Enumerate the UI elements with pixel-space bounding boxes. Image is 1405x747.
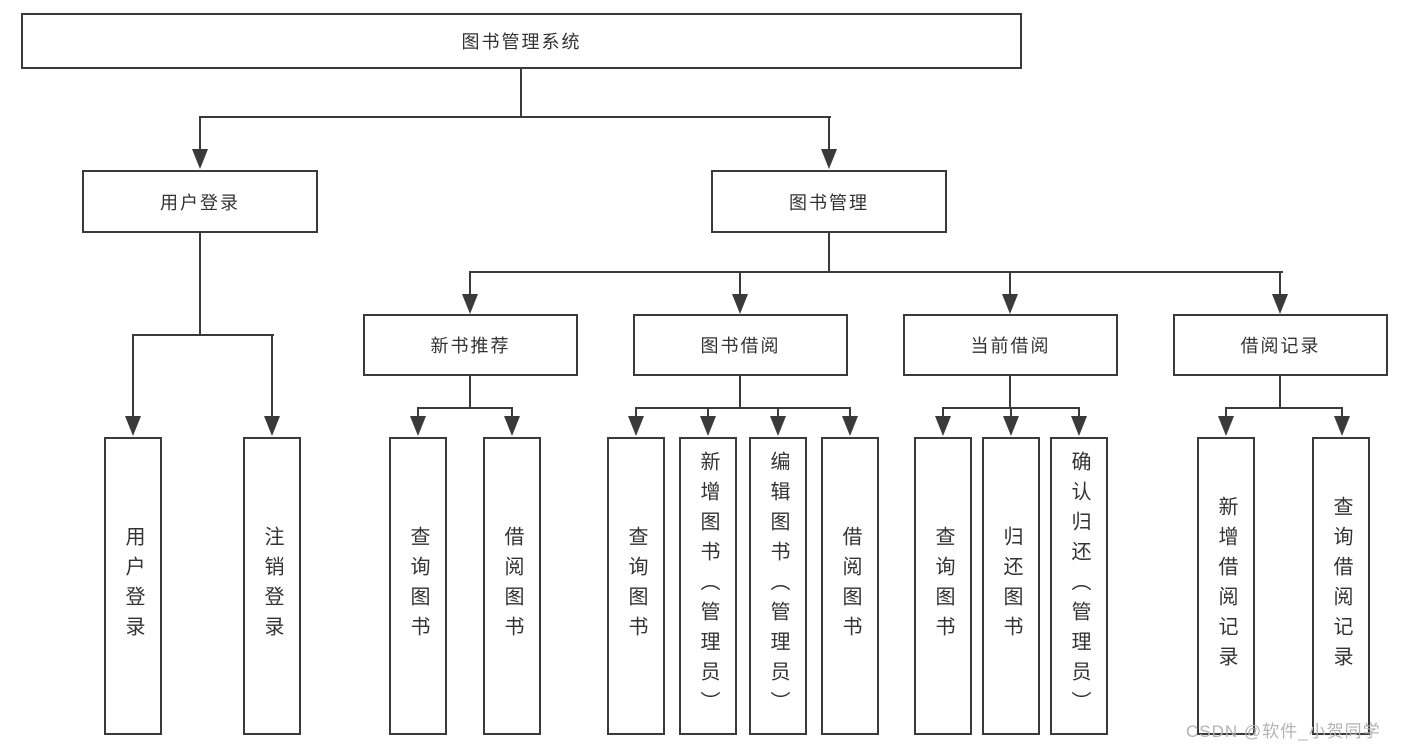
connector-borrow-drop	[739, 376, 741, 409]
arrowhead-leaf-logout	[264, 416, 280, 436]
leaf-rec-borrow-book: 借阅图书	[483, 437, 541, 735]
connector-stem-leaf-logout	[271, 334, 273, 420]
arrowhead-record	[1272, 294, 1288, 314]
node-user-login-label: 用户登录	[160, 192, 240, 213]
node-book-borrow-label: 图书借阅	[700, 336, 781, 356]
leaf-bor-add-book-label: 新增图书（管理员）	[697, 451, 719, 721]
leaf-rec-query-book: 查询图书	[389, 437, 447, 735]
connector-stem-current-c0	[942, 407, 944, 421]
arrowhead-borrow-c0	[628, 416, 644, 436]
csdn-watermark: CSDN @软件_小贺同学	[1186, 722, 1381, 741]
connector-stem-borrow	[739, 271, 741, 299]
connector-login-drop	[199, 233, 201, 336]
connector-stem-record-c0	[1225, 407, 1227, 421]
arrowhead-borrow-c3	[842, 416, 858, 436]
arrowhead-current-c0	[935, 416, 951, 436]
node-book-mgmt: 图书管理	[711, 170, 947, 233]
connector-stem-leaf-login	[132, 334, 134, 420]
connector-stem-borrow-c1	[707, 407, 709, 421]
leaf-bor-query-book: 查询图书	[607, 437, 665, 735]
leaf-rcd-query-record: 查询借阅记录	[1312, 437, 1370, 735]
leaf-cur-query-book: 查询图书	[914, 437, 972, 735]
connector-stem-borrow-c3	[849, 407, 851, 421]
connector-mgmt-drop	[828, 232, 830, 273]
node-root: 图书管理系统	[21, 13, 1022, 69]
node-user-login: 用户登录	[82, 170, 318, 233]
connector-current-drop	[1009, 376, 1011, 409]
leaf-bor-edit-book: 编辑图书（管理员）	[749, 437, 807, 735]
connector-login-hbar	[132, 334, 274, 336]
connector-stem-newbook-c1	[511, 407, 513, 421]
leaf-bor-add-book: 新增图书（管理员）	[679, 437, 737, 735]
connector-mgmt-hbar	[469, 271, 1283, 273]
leaf-bor-edit-book-label: 编辑图书（管理员）	[767, 451, 789, 721]
arrowhead-borrow-c2	[770, 416, 786, 436]
connector-stem-borrow-c0	[635, 407, 637, 421]
connector-stem-user-login	[199, 116, 201, 152]
node-new-book-rec-label: 新书推荐	[430, 336, 511, 356]
leaf-cur-return-book-label: 归还图书	[1000, 526, 1022, 646]
leaf-cur-query-book-label: 查询图书	[932, 526, 954, 646]
connector-stem-record-c1	[1341, 407, 1343, 421]
connector-stem-current	[1009, 271, 1011, 299]
node-new-book-rec: 新书推荐	[363, 314, 578, 376]
node-current-borrow: 当前借阅	[903, 314, 1118, 376]
leaf-bor-query-book-label: 查询图书	[625, 526, 647, 646]
leaf-rec-borrow-book-label: 借阅图书	[501, 526, 523, 646]
connector-stem-current-c2	[1078, 407, 1080, 421]
leaf-user-login: 用户登录	[104, 437, 162, 735]
arrowhead-current-c1	[1003, 416, 1019, 436]
leaf-rcd-add-record-label: 新增借阅记录	[1215, 496, 1237, 676]
arrowhead-user-login	[192, 149, 208, 169]
arrowhead-current	[1002, 294, 1018, 314]
leaf-cur-return-book: 归还图书	[982, 437, 1040, 735]
node-current-borrow-label: 当前借阅	[970, 336, 1051, 356]
arrowhead-newbook-c1	[504, 416, 520, 436]
leaf-user-login-label: 用户登录	[122, 526, 144, 646]
connector-stem-current-c1	[1010, 407, 1012, 421]
node-root-label: 图书管理系统	[461, 32, 582, 52]
arrowhead-record-c0	[1218, 416, 1234, 436]
arrowhead-leaf-login	[125, 416, 141, 436]
connector-stem-newbook-c0	[417, 407, 419, 421]
leaf-rcd-add-record: 新增借阅记录	[1197, 437, 1255, 735]
connector-record-drop	[1279, 376, 1281, 409]
leaf-cur-confirm-return-label: 确认归还（管理员）	[1068, 451, 1090, 721]
connector-record-hbar	[1225, 407, 1343, 409]
leaf-bor-borrow-book-label: 借阅图书	[839, 526, 861, 646]
connector-borrow-hbar	[635, 407, 851, 409]
leaf-rec-query-book-label: 查询图书	[407, 526, 429, 646]
arrowhead-record-c1	[1334, 416, 1350, 436]
leaf-cur-confirm-return: 确认归还（管理员）	[1050, 437, 1108, 735]
arrowhead-borrow-c1	[700, 416, 716, 436]
arrowhead-borrow	[732, 294, 748, 314]
connector-stem-book-mgmt	[828, 116, 830, 152]
node-book-mgmt-label: 图书管理	[789, 192, 869, 213]
arrowhead-newbook-c0	[410, 416, 426, 436]
leaf-logout-label: 注销登录	[261, 526, 283, 646]
arrowhead-book-mgmt	[821, 149, 837, 169]
arrowhead-newbook	[462, 294, 478, 314]
connector-newbook-hbar	[417, 407, 513, 409]
leaf-logout: 注销登录	[243, 437, 301, 735]
connector-newbook-drop	[469, 376, 471, 409]
node-borrow-record-label: 借阅记录	[1240, 336, 1321, 356]
leaf-bor-borrow-book: 借阅图书	[821, 437, 879, 735]
connector-stem-record	[1279, 271, 1281, 299]
connector-root-hbar	[199, 116, 831, 118]
connector-root-drop	[520, 69, 522, 118]
connector-stem-newbook	[469, 271, 471, 299]
connector-stem-borrow-c2	[777, 407, 779, 421]
arrowhead-current-c2	[1071, 416, 1087, 436]
node-book-borrow: 图书借阅	[633, 314, 848, 376]
node-borrow-record: 借阅记录	[1173, 314, 1388, 376]
leaf-rcd-query-record-label: 查询借阅记录	[1330, 496, 1352, 676]
